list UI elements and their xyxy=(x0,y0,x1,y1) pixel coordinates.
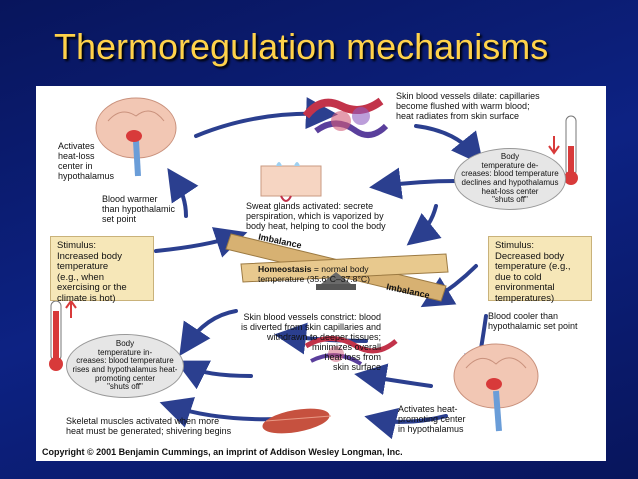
temp-increases-ellipse: Body temperature in- creases: blood temp… xyxy=(66,334,184,398)
label-temp-increases: Body temperature in- creases: blood temp… xyxy=(72,339,178,392)
muscle-icon xyxy=(262,408,332,434)
label-skeletal-muscles: Skeletal muscles activated when more hea… xyxy=(66,416,232,436)
label-blood-warmer: Blood warmer than hypothalamic set point xyxy=(102,194,176,224)
label-homeostasis-rest: = normal body temperature (35.6°C–37.8°C… xyxy=(258,264,370,284)
sweat-gland-icon xyxy=(260,162,322,202)
brain-bottom-icon xyxy=(453,343,539,432)
label-skin-vessels-dilate: Skin blood vessels dilate: capillaries b… xyxy=(396,91,540,121)
thermoregulation-diagram: Activates heat-loss center in hypothalam… xyxy=(36,86,606,461)
stimulus-decrease-box: Stimulus: Decreased body temperature (e.… xyxy=(488,236,592,303)
label-homeostasis-bold: Homeostasis xyxy=(258,264,312,274)
thermometer-hot-icon xyxy=(49,299,77,371)
label-temp-decreases: Body temperature de- creases: blood temp… xyxy=(461,152,559,205)
label-homeostasis: Homeostasis = normal body temperature (3… xyxy=(258,264,370,284)
thermometer-cold-icon xyxy=(548,115,578,185)
homeostasis-seesaw xyxy=(225,233,449,302)
slide-title: Thermoregulation mechanisms xyxy=(54,26,549,67)
dilated-vessels-icon xyxy=(302,97,389,138)
stimulus-increase-box: Stimulus: Increased body temperature (e.… xyxy=(50,236,154,303)
diagram-artwork xyxy=(49,97,578,440)
label-sweat-glands: Sweat glands activated: secrete perspira… xyxy=(246,201,386,231)
label-activates-heat-loss: Activates heat-loss center in hypothalam… xyxy=(58,141,115,181)
constricted-vessels-icon xyxy=(304,336,398,366)
temp-decreases-ellipse: Body temperature de- creases: blood temp… xyxy=(454,148,566,210)
label-activates-heat-promoting: Activates heat- promoting center in hypo… xyxy=(398,404,466,434)
label-blood-cooler: Blood cooler than hypothalamic set point xyxy=(488,311,578,331)
cycle-arrows xyxy=(154,97,496,440)
brain-top-icon xyxy=(95,97,177,177)
copyright-text: Copyright © 2001 Benjamin Cummings, an i… xyxy=(42,447,403,457)
label-skin-vessels-constrict: Skin blood vessels constrict: blood is d… xyxy=(241,312,382,372)
